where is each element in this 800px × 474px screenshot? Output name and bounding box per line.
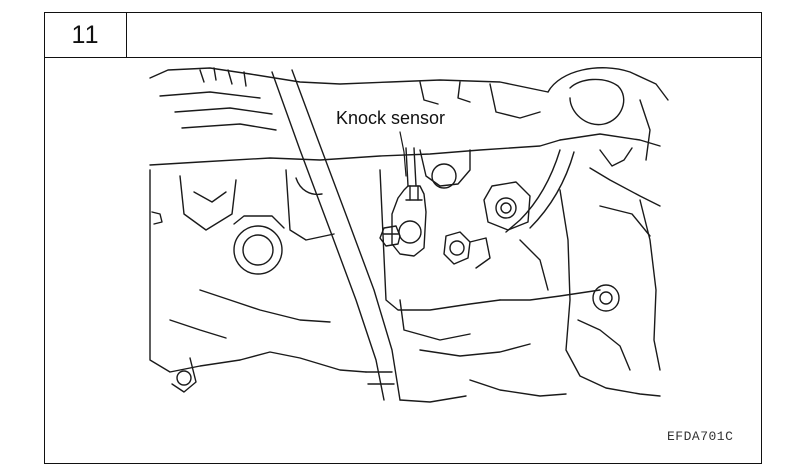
- intake-manifold: [149, 67, 561, 166]
- knock-sensor: [379, 147, 427, 257]
- step-header: 11: [45, 13, 761, 58]
- upper-right-bracket: [505, 67, 669, 233]
- figure-code: EFDA701C: [667, 429, 734, 444]
- coolant-pipe: [271, 69, 401, 401]
- knock-sensor-label: Knock sensor: [336, 108, 446, 128]
- mounting-nut: [443, 231, 491, 269]
- callout-leader-line: [399, 131, 407, 177]
- figure-frame: 11: [44, 12, 762, 464]
- engine-block: [149, 149, 661, 403]
- step-number: 11: [45, 13, 127, 57]
